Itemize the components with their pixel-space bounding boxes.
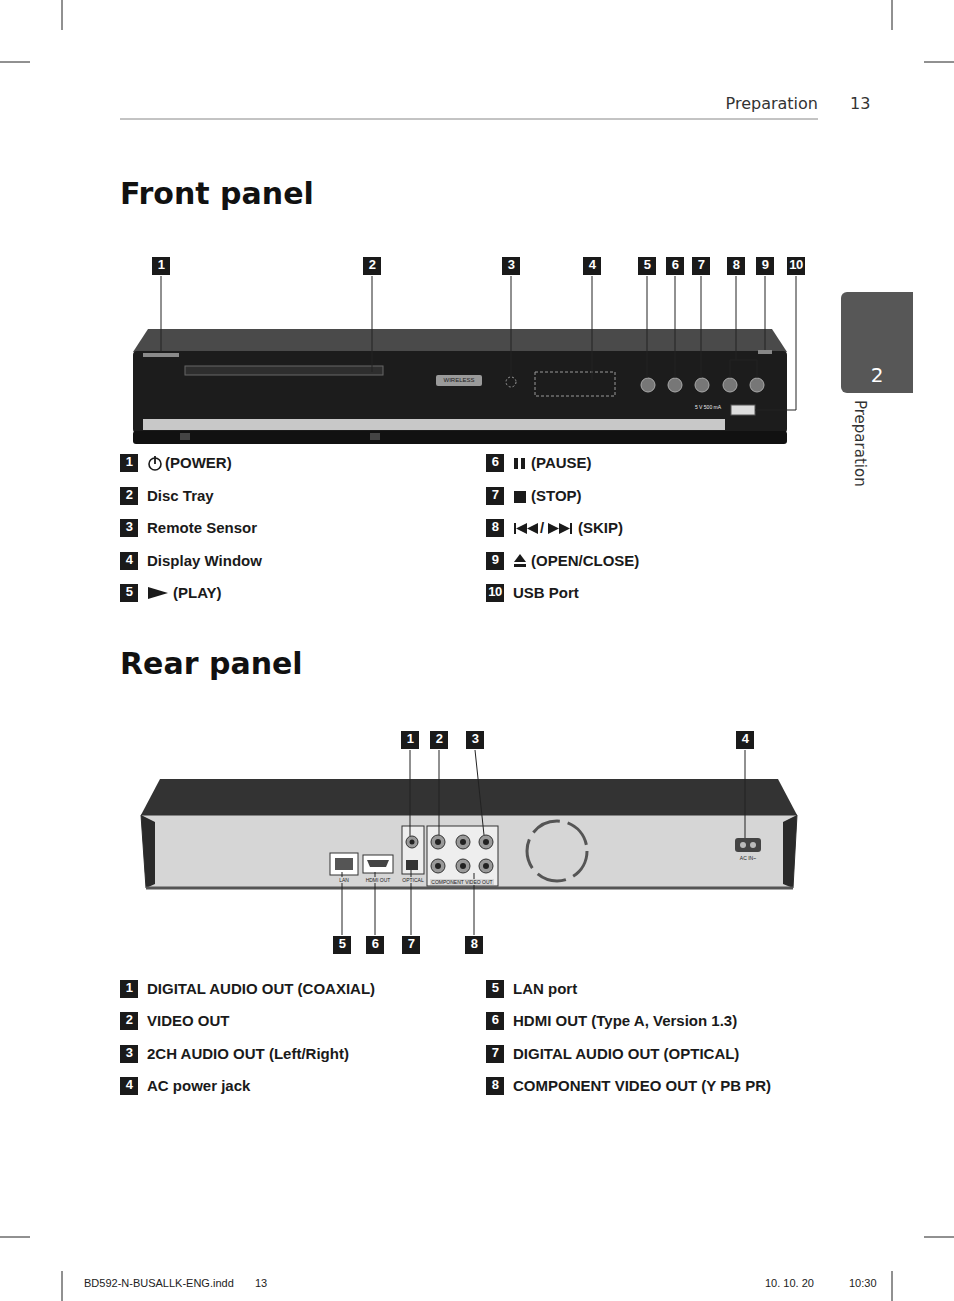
callout-number: 8 — [727, 257, 745, 275]
print-slug: 10. 10. 20 — [765, 1276, 814, 1290]
callout-number: 1 — [120, 980, 138, 998]
part-name: Disc Tray — [147, 486, 214, 506]
callout-number: 3 — [466, 731, 484, 749]
callout-number: 7 — [402, 936, 420, 954]
part-name: DIGITAL AUDIO OUT (COAXIAL) — [147, 979, 375, 999]
part-name: LAN port — [513, 979, 577, 999]
running-header: 13 — [850, 94, 870, 114]
part-name: (STOP) — [531, 486, 582, 506]
callout-number: 9 — [486, 552, 504, 570]
part-name: HDMI OUT (Type A, Version 1.3) — [513, 1011, 737, 1031]
callout-number: 4 — [120, 1077, 138, 1095]
callout-number: 1 — [401, 731, 419, 749]
panel-marking: COMPONENT VIDEO OUT — [430, 879, 493, 885]
front-leader-lines — [161, 276, 796, 410]
callout-number: 5 — [333, 936, 351, 954]
part-name: (POWER) — [165, 453, 232, 473]
running-header: Preparation — [726, 94, 818, 114]
part-name: / — [540, 518, 544, 538]
callout-number: 6 — [366, 936, 384, 954]
callout-number: 8 — [465, 936, 483, 954]
callout-number: 3 — [502, 257, 520, 275]
part-name: DIGITAL AUDIO OUT (OPTICAL) — [513, 1044, 739, 1064]
part-name: (SKIP) — [578, 518, 623, 538]
callout-number: 8 — [486, 1077, 504, 1095]
print-slug: BD592-N-BUSALLK-ENG.indd — [84, 1276, 234, 1290]
section-heading: Front panel — [120, 176, 314, 212]
part-name: VIDEO OUT — [147, 1011, 230, 1031]
rear-leader-lines — [342, 750, 745, 935]
callout-number: 2 — [430, 731, 448, 749]
part-name: COMPONENT VIDEO OUT (Y PB PR) — [513, 1076, 771, 1096]
part-name: AC power jack — [147, 1076, 250, 1096]
print-slug: 13 — [255, 1276, 267, 1290]
callout-number: 4 — [736, 731, 754, 749]
front-device — [133, 329, 787, 444]
callout-number: 7 — [486, 1045, 504, 1063]
print-slug: 10:30 — [849, 1276, 877, 1290]
part-name: (OPEN/CLOSE) — [531, 551, 639, 571]
section-heading: Rear panel — [120, 646, 303, 682]
part-name: (PAUSE) — [531, 453, 592, 473]
part-name: (PLAY) — [173, 583, 222, 603]
part-name: Remote Sensor — [147, 518, 257, 538]
panel-marking: HDMI OUT — [365, 877, 392, 883]
callout-number: 10 — [486, 584, 504, 602]
callout-number: 7 — [692, 257, 710, 275]
side-tab-label: Preparation — [851, 400, 869, 487]
chapter-number: 2 — [871, 363, 884, 387]
callout-number: 6 — [486, 454, 504, 472]
part-name: Display Window — [147, 551, 262, 571]
callout-number: 2 — [363, 257, 381, 275]
callout-number: 2 — [120, 1012, 138, 1030]
header-rule — [120, 119, 818, 120]
callout-number: 1 — [120, 454, 138, 472]
panel-marking: 5 V 500 mA — [695, 404, 721, 410]
front-list-icons — [148, 456, 572, 599]
callout-number: 3 — [120, 1045, 138, 1063]
panel-marking: WIRELESS — [443, 377, 474, 384]
rear-device — [141, 779, 797, 888]
callout-number: 5 — [638, 257, 656, 275]
callout-number: 4 — [120, 552, 138, 570]
callout-number: 9 — [756, 257, 774, 275]
panel-marking: LAN — [338, 877, 350, 883]
part-name: USB Port — [513, 583, 579, 603]
panel-marking: OPTICAL — [401, 877, 424, 883]
callout-number: 2 — [120, 487, 138, 505]
callout-number: 6 — [666, 257, 684, 275]
panel-marking: AC IN~ — [739, 855, 757, 861]
chapter-tab: 2 — [841, 292, 913, 393]
callout-number: 8 — [486, 519, 504, 537]
callout-number: 3 — [120, 519, 138, 537]
part-name: 2CH AUDIO OUT (Left/Right) — [147, 1044, 349, 1064]
callout-number: 1 — [152, 257, 170, 275]
callout-number: 6 — [486, 1012, 504, 1030]
callout-number: 5 — [486, 980, 504, 998]
callout-number: 7 — [486, 487, 504, 505]
callout-number: 4 — [583, 257, 601, 275]
callout-number: 5 — [120, 584, 138, 602]
callout-number: 10 — [787, 257, 805, 275]
